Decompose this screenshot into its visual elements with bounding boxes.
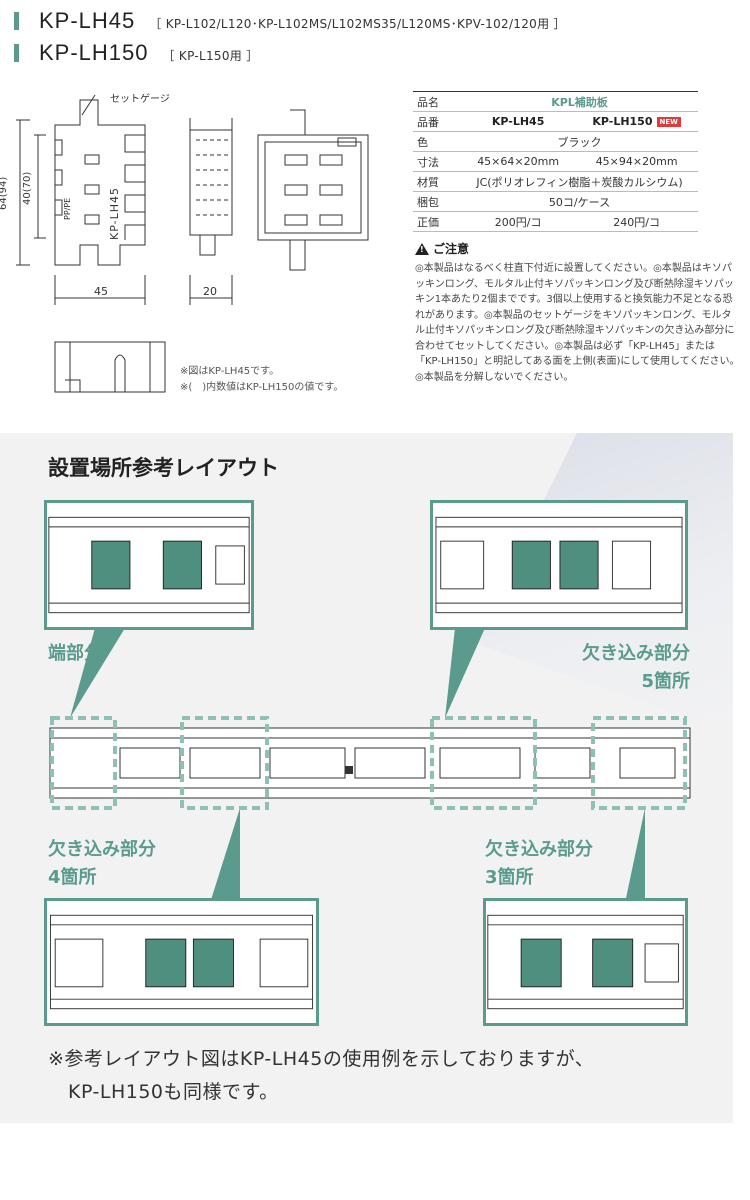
spec-value: ブラック [461,131,698,152]
dim-width: 45 [94,285,108,298]
caution-title-text: ご注意 [433,242,470,256]
callout-notch3: 欠き込み部分 3箇所 [485,836,593,892]
body-text: KP-LH45 [108,187,121,240]
spec-value-b: 45×94×20mm [575,151,698,172]
accent-bar [14,44,19,62]
panel-notch3 [483,898,688,1026]
model-name: KP-LH150 [39,40,149,65]
accent-bar [14,12,19,30]
header-line-1: KP-LH45 ［ KP-L102/L120･KP-L102MS/L102MS3… [14,8,566,34]
callout-notch5-line2: 5箇所 [641,671,690,692]
side-text: PP/PE [63,198,72,220]
callout-notch5: 欠き込み部分 5箇所 [582,640,690,696]
spec-key: 正価 [413,211,461,232]
spec-row: 正価 200円/コ 240円/コ [413,211,698,232]
layout-title: 設置場所参考レイアウト [48,456,279,480]
callout-end: 端部分 [48,640,102,668]
spec-value-b: 240円/コ [575,211,698,232]
compatibility-text: ［ KP-L102/L120･KP-L102MS/L102MS35/L120MS… [149,17,566,31]
panel-notch4 [44,898,319,1026]
spec-row: 品名 KPL補助板 [413,91,698,112]
panel-notch3-svg [487,914,684,1010]
panel-notch5 [430,500,688,630]
callout-notch5-line1: 欠き込み部分 [582,643,690,664]
spec-row: 色 ブラック [413,131,698,152]
warning-icon [415,242,429,255]
callout-notch4-line1: 欠き込み部分 [48,839,156,860]
spec-key: 色 [413,131,461,152]
spec-value: JC(ポリオレフィン樹脂＋炭酸カルシウム) [461,171,698,192]
new-badge: NEW [656,117,681,127]
callout-notch4-line2: 4箇所 [48,867,97,888]
layout-footnote: ※参考レイアウト図はKP-LH45の使用例を示しておりますが、 KP-LH150… [48,1043,594,1109]
spec-key: 品番 [413,111,461,132]
drawing-note-1: ※図はKP-LH45です。 [180,366,280,377]
gauge-label: セットゲージ [110,94,170,105]
spec-value-a: KP-LH45 [461,111,576,132]
footnote-line-1: ※参考レイアウト図はKP-LH45の使用例を示しておりますが、 [48,1048,595,1070]
footnote-line-2: KP-LH150も同様です。 [68,1081,279,1103]
spec-value: 50コ/ケース [461,191,698,212]
dim-height-inner: 40(70) [22,172,33,205]
header-line-2: KP-LH150 ［ KP-L150用 ］ [14,40,259,66]
dim-depth: 20 [203,285,217,298]
drawing-svg: 64(94) 40(70) 45 20 PP/PE KP-LH45 [0,94,369,393]
spec-key: 品名 [413,91,461,112]
callout-end-text: 端部分 [48,643,102,664]
spec-row: 梱包 50コ/ケース [413,191,698,212]
panel-end-svg [48,516,250,614]
callout-notch3-line2: 3箇所 [485,867,534,888]
model-name: KP-LH45 [39,8,136,33]
callout-notch3-line1: 欠き込み部分 [485,839,593,860]
caution-body: ◎本製品はなるべく柱直下付近に設置してください。◎本製品はキソパッキンロング、モ… [415,263,740,383]
spec-key: 梱包 [413,191,461,212]
spec-value: KPL補助板 [461,91,698,112]
drawing-note-2: ※( )内数値はKP-LH150の値です。 [180,382,344,393]
panel-notch4-svg [49,914,314,1010]
dim-height-outer: 64(94) [0,177,9,210]
spec-value-a: 200円/コ [461,211,576,232]
callout-notch4: 欠き込み部分 4箇所 [48,836,156,892]
spec-row: 寸法 45×64×20mm 45×94×20mm [413,151,698,172]
spec-key: 寸法 [413,151,461,172]
panel-notch5-svg [435,516,683,614]
spec-value-b: KP-LH150 [592,115,653,128]
spec-value-a: 45×64×20mm [461,151,576,172]
spec-key: 材質 [413,171,461,192]
compatibility-text: ［ KP-L150用 ］ [162,49,259,63]
caution-title: ご注意 [415,240,469,257]
panel-end [44,500,254,630]
technical-drawing: 64(94) 40(70) 45 20 PP/PE KP-LH45 セットゲージ… [0,80,410,410]
spec-row: 材質 JC(ポリオレフィン樹脂＋炭酸カルシウム) [413,171,698,192]
